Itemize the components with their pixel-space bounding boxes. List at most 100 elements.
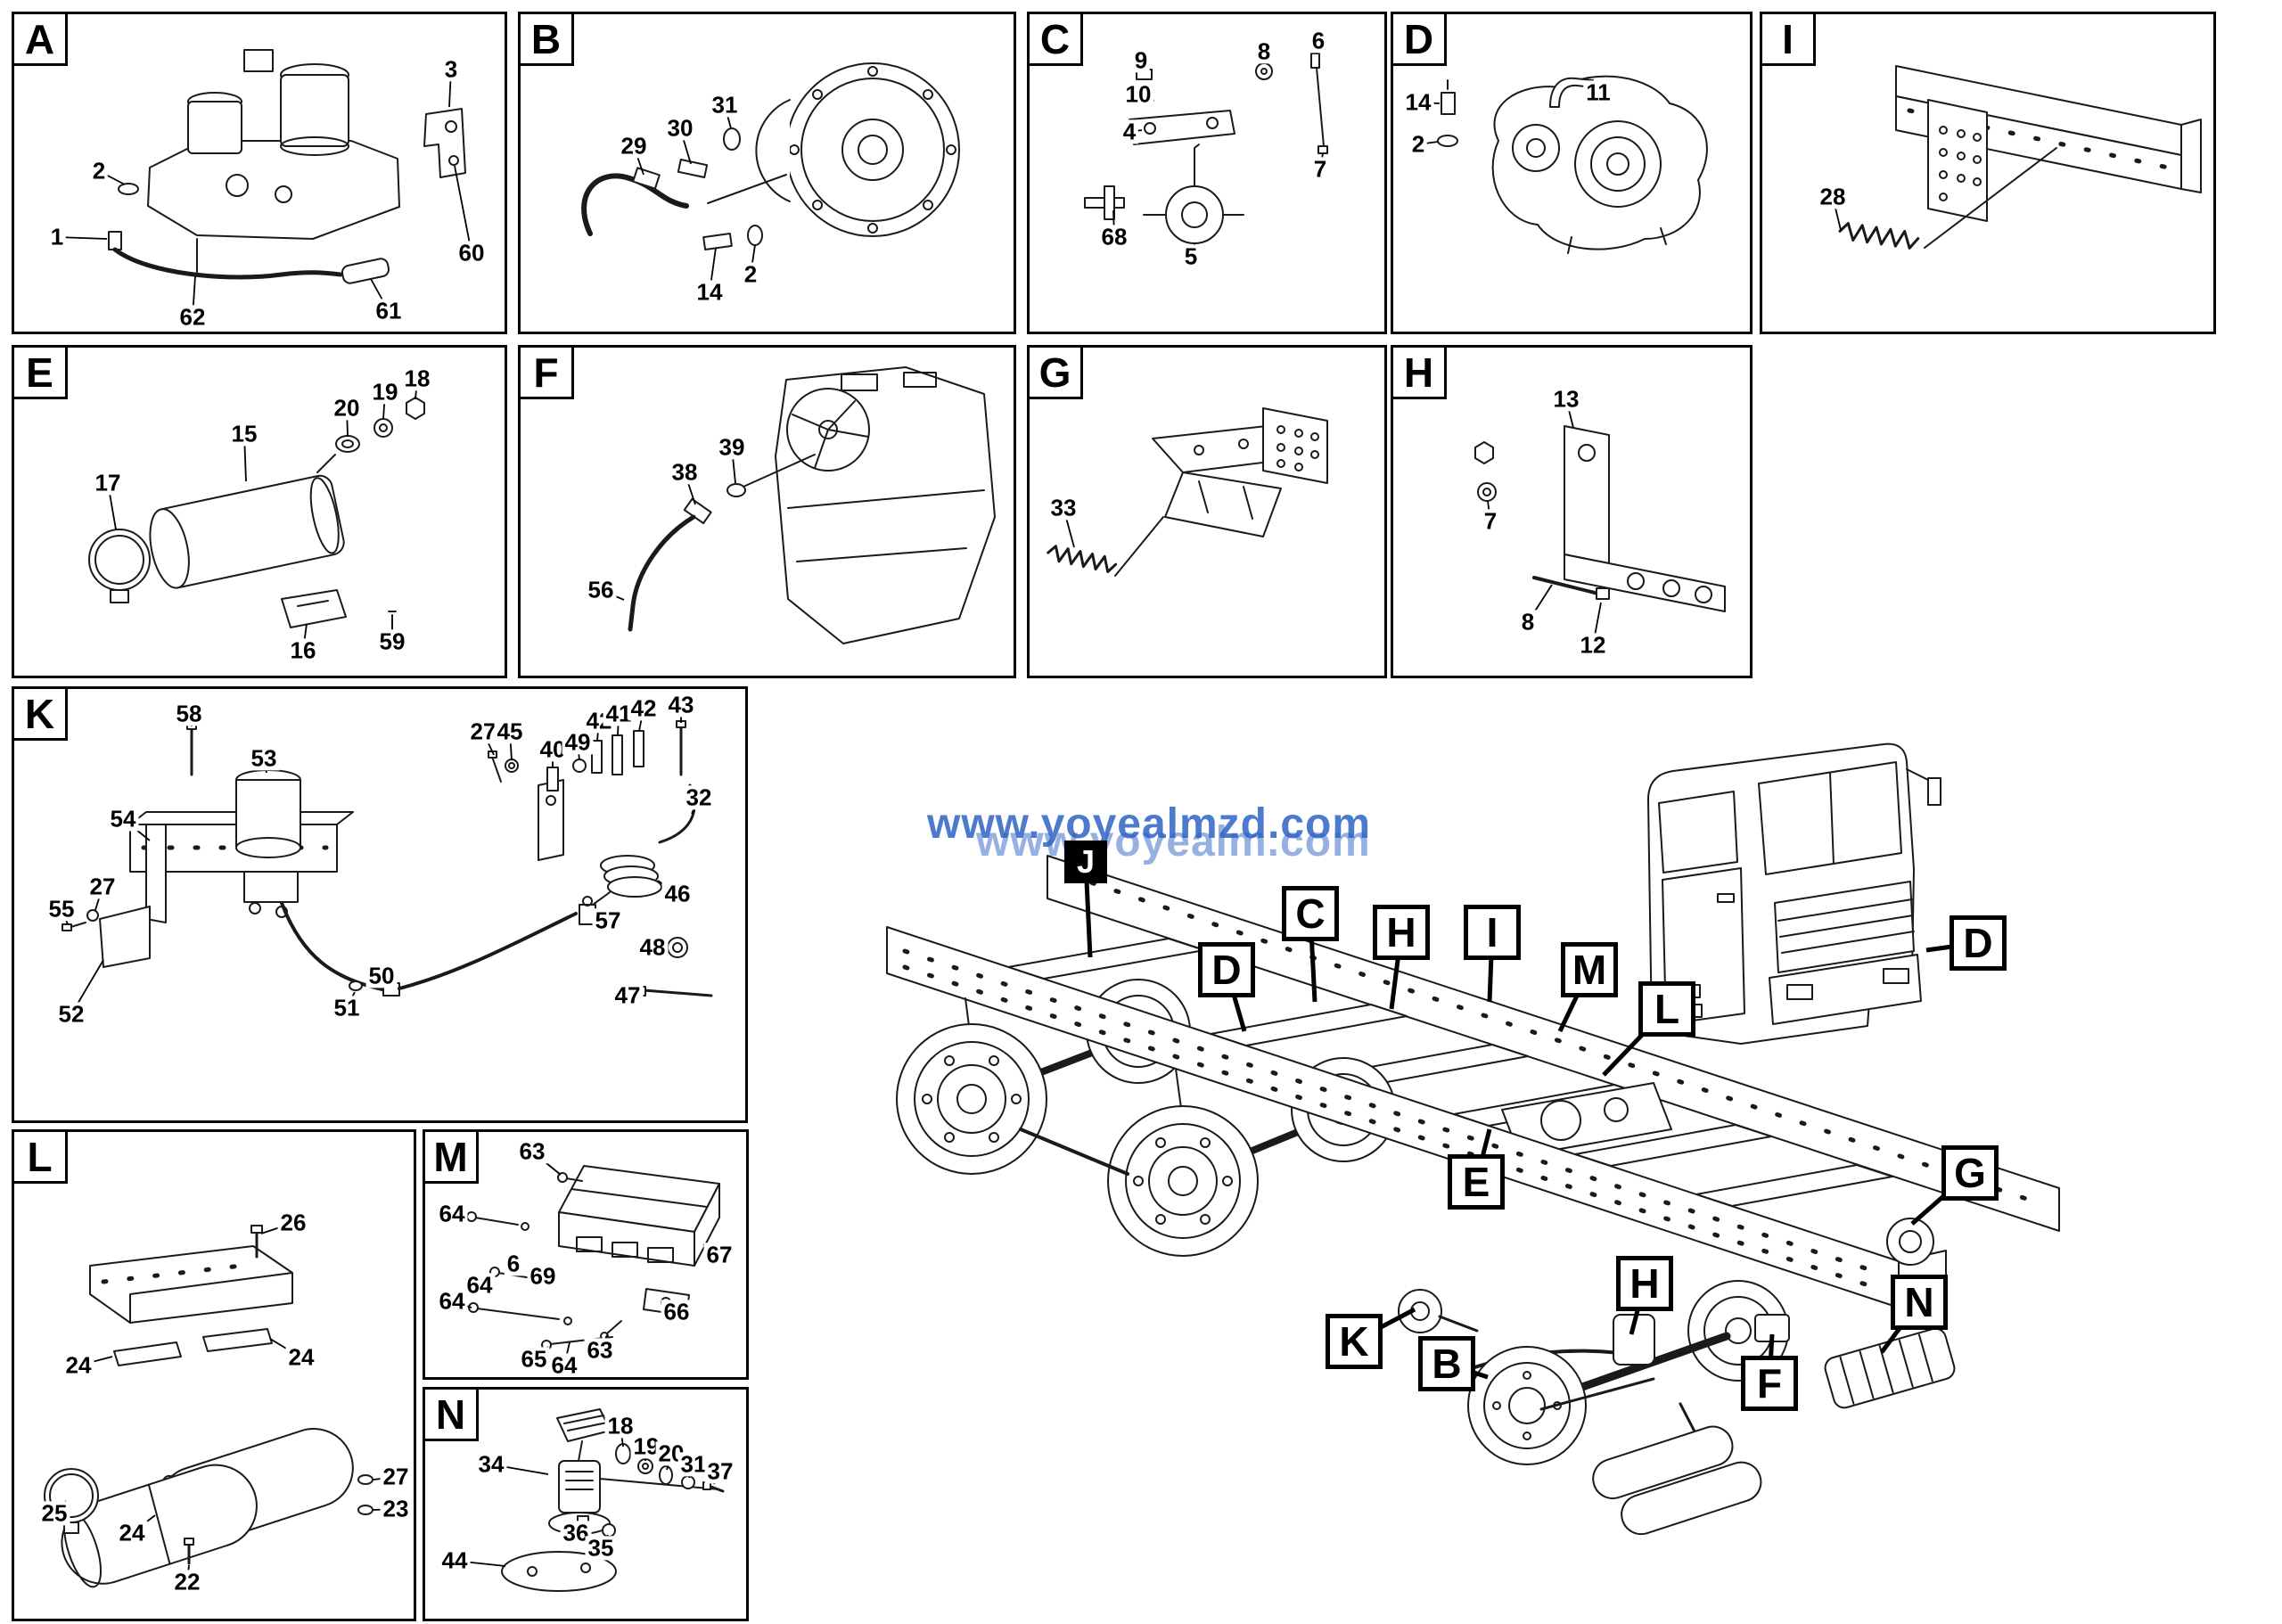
muffler [1824,1327,1956,1409]
part-callout-64: 64 [464,1273,496,1298]
panel-D-letter: D [1393,14,1447,66]
part-callout-45: 45 [494,719,526,744]
part-callout-25: 25 [38,1501,70,1526]
part-callout-22: 22 [171,1570,203,1595]
panel-E-letter: E [14,348,68,399]
part-callout-1: 1 [47,225,67,250]
section-label-G: G [1941,1145,1999,1201]
part-callout-29: 29 [618,134,650,159]
tank-mounting-drawing [44,1225,373,1588]
part-callout-63: 63 [584,1338,616,1363]
part-callout-66: 66 [661,1300,693,1325]
part-callout-33: 33 [1047,496,1079,521]
part-callout-68: 68 [1098,225,1130,250]
control-unit-drawing [466,1165,720,1350]
panel-B-letter: B [521,14,574,66]
section-label-H: H [1616,1256,1673,1311]
part-callout-20: 20 [331,396,363,421]
part-callout-11: 11 [1583,80,1613,105]
section-label-K: K [1326,1314,1383,1369]
part-callout-37: 37 [704,1459,736,1484]
section-label-E: E [1448,1154,1505,1210]
part-callout-26: 26 [277,1210,309,1235]
part-callout-6: 6 [504,1251,523,1276]
rear-frame-parts [1886,1218,1934,1266]
part-callout-24: 24 [62,1353,94,1378]
part-callout-16: 16 [287,638,319,663]
panel-I: I 28 [1760,12,2216,334]
part-callout-64: 64 [548,1353,580,1377]
part-callout-39: 39 [716,435,748,460]
support-bracket-drawing [1047,407,1328,577]
panel-G: G 33 [1027,345,1387,678]
part-callout-59: 59 [376,629,408,654]
part-callout-57: 57 [592,908,624,933]
section-label-L: L [1638,981,1695,1037]
part-callout-50: 50 [365,964,398,988]
watermark-text: www.yoyealmzd.com [927,800,1372,848]
part-callout-7: 7 [1310,157,1330,182]
part-callout-69: 69 [527,1264,559,1289]
part-callout-24: 24 [285,1345,317,1370]
part-callout-42: 42 [628,696,660,721]
panel-L-letter: L [14,1132,68,1184]
front-axle [1398,1280,1790,1536]
part-callout-13: 13 [1550,387,1582,412]
part-callout-3: 3 [441,57,461,82]
section-label-J: J [1064,841,1107,883]
part-callout-38: 38 [669,460,701,485]
part-callout-49: 49 [562,730,594,755]
part-callout-14: 14 [1402,90,1434,115]
panel-D: D 14 2 11 [1391,12,1753,334]
panel-A-letter: A [14,14,68,66]
part-callout-54: 54 [107,807,139,832]
part-callout-47: 47 [612,983,644,1008]
part-callout-8: 8 [1518,610,1538,635]
air-dryer-assembly-drawing [62,720,713,997]
section-label-B: B [1418,1336,1475,1391]
engine-and-hose-drawing [628,366,996,644]
panel-C-letter: C [1030,14,1083,66]
air-compressor-assembly-drawing [108,49,466,284]
crossmembers [1007,938,1893,1207]
part-callout-31: 31 [709,93,741,118]
section-label-D: D [1950,915,2007,971]
part-callout-2: 2 [1408,132,1428,157]
part-callout-43: 43 [665,693,697,718]
axle-housing-drawing [1437,75,1708,254]
panel-G-letter: G [1030,348,1083,399]
part-callout-4: 4 [1120,119,1139,144]
part-callout-10: 10 [1122,82,1154,107]
panel-K-letter: K [14,689,68,741]
section-label-H: H [1373,905,1430,960]
part-callout-8: 8 [1254,39,1274,64]
part-callout-24: 24 [116,1521,148,1546]
part-callout-32: 32 [683,785,715,810]
angle-bracket-drawing [1474,425,1726,612]
part-callout-55: 55 [45,897,78,922]
part-callout-61: 61 [373,299,405,324]
section-label-I: I [1464,905,1521,960]
rear-wheels [896,997,1259,1257]
part-callout-64: 64 [436,1289,468,1314]
part-callout-34: 34 [475,1452,507,1477]
part-callout-60: 60 [456,241,488,266]
cab [1647,742,1941,1045]
panel-F-letter: F [521,348,574,399]
part-callout-44: 44 [439,1548,471,1573]
part-callout-12: 12 [1577,633,1609,658]
part-callout-52: 52 [55,1002,87,1027]
part-callout-7: 7 [1481,509,1500,534]
part-callout-51: 51 [331,996,363,1021]
part-callout-64: 64 [436,1202,468,1226]
